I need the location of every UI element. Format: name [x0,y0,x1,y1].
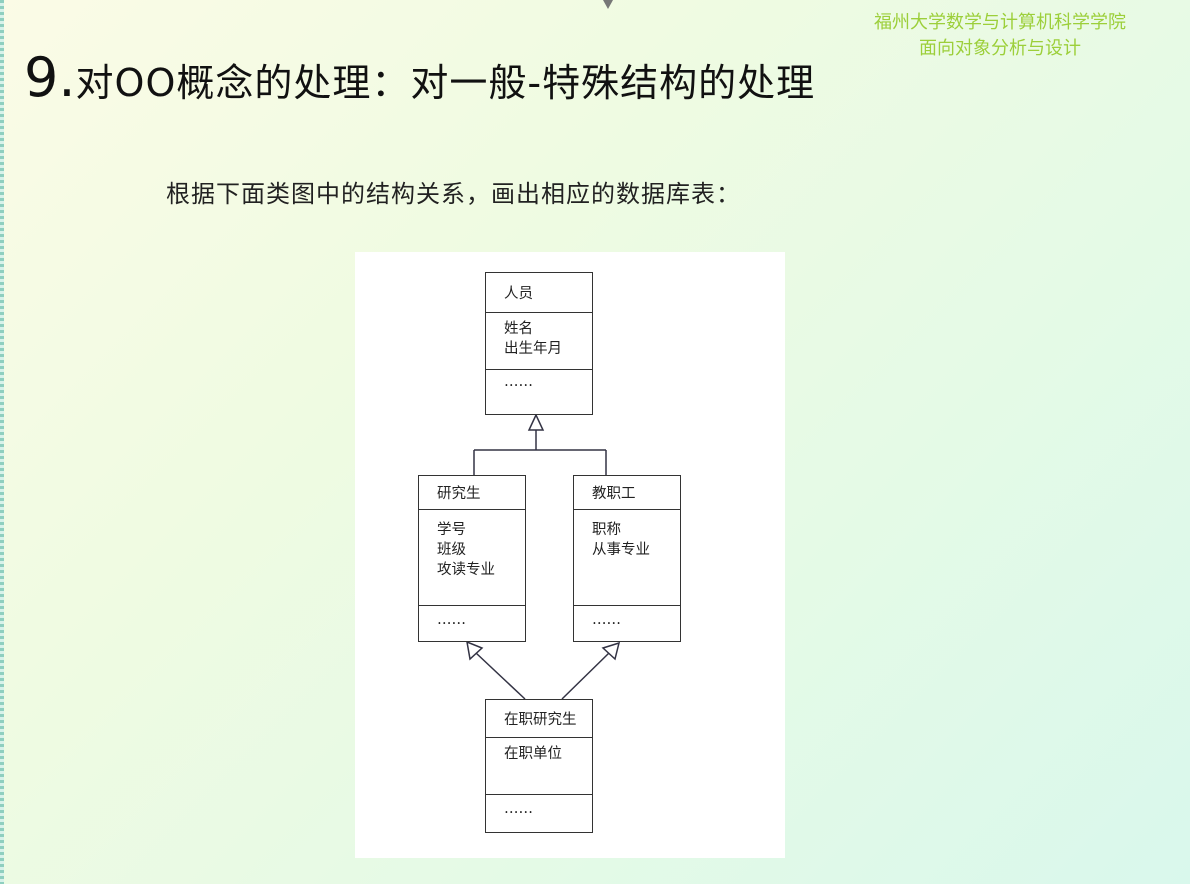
attribute: 职称 [592,522,621,538]
connector-working-to-grad [475,652,526,700]
attribute: 在职单位 [504,746,562,762]
class-person-attributes: 姓名 出生年月 [486,313,592,370]
generalization-arrow-person [527,413,545,431]
class-person: 人员 姓名 出生年月 …… [485,272,593,415]
attribute: 出生年月 [504,341,562,357]
watermark-line1: 福州大学数学与计算机科学学院 [874,12,1126,33]
class-staff-operations: …… [592,612,621,628]
class-working-grad-operations: …… [504,801,533,817]
class-grad-student-operations: …… [437,612,466,628]
title-text: 对OO概念的处理：对一般-特殊结构的处理 [75,61,816,105]
title-number: 9. [24,46,76,109]
slide-instruction: 根据下面类图中的结构关系，画出相应的数据库表： [166,180,741,208]
attribute: 班级 [437,542,466,558]
generalization-arrow-grad [466,640,484,661]
uml-class-diagram: 人员 姓名 出生年月 …… 研究生 学号 班级 攻读专业 …… 教职工 职称 从… [355,252,785,858]
class-staff-attributes: 职称 从事专业 [574,510,680,606]
class-person-operations: …… [504,374,533,390]
left-border [0,0,4,884]
class-grad-student-attributes: 学号 班级 攻读专业 [419,510,525,606]
watermark: 福州大学数学与计算机科学学院 面向对象分析与设计 [830,10,1170,62]
mouse-cursor-icon [603,0,613,9]
class-grad-student: 研究生 学号 班级 攻读专业 …… [418,475,526,642]
attribute: 攻读专业 [437,562,495,578]
attribute: 学号 [437,522,466,538]
class-grad-student-name: 研究生 [419,476,525,510]
class-staff: 教职工 职称 从事专业 …… [573,475,681,642]
watermark-line2: 面向对象分析与设计 [919,38,1081,59]
slide-title: 9. 对OO概念的处理：对一般-特殊结构的处理 [24,46,815,126]
class-staff-name: 教职工 [574,476,680,510]
generalization-arrow-staff [601,641,621,661]
class-working-grad-attributes: 在职单位 [486,738,592,795]
class-working-grad-name: 在职研究生 [486,700,592,738]
connector-working-to-staff [561,652,610,700]
attribute: 姓名 [504,321,533,337]
inheritance-connectors [466,413,621,700]
attribute: 从事专业 [592,542,650,558]
class-person-name: 人员 [486,273,592,313]
class-working-grad: 在职研究生 在职单位 …… [485,699,593,833]
